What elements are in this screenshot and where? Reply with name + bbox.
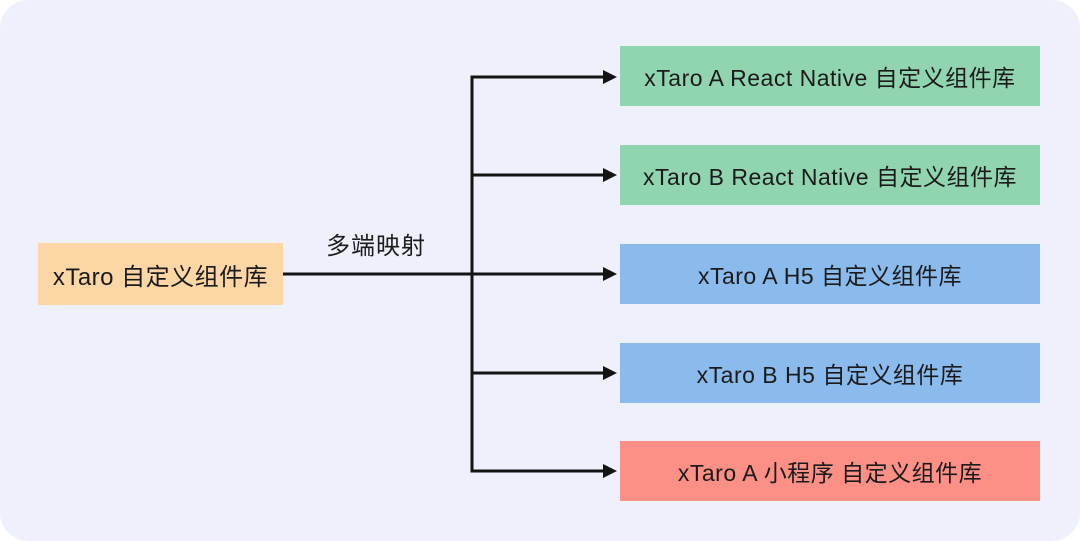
root-node-xtaro-library: xTaro 自定义组件库 (38, 243, 283, 305)
edge-label-multi-platform-mapping: 多端映射 (326, 233, 426, 260)
target-node-react-native-a: xTaro A React Native 自定义组件库 (620, 46, 1040, 106)
target-node-h5-a: xTaro A H5 自定义组件库 (620, 244, 1040, 304)
target-node-react-native-b: xTaro B React Native 自定义组件库 (620, 145, 1040, 205)
target-node-h5-b: xTaro B H5 自定义组件库 (620, 343, 1040, 403)
target-node-mini-program-a: xTaro A 小程序 自定义组件库 (620, 441, 1040, 501)
